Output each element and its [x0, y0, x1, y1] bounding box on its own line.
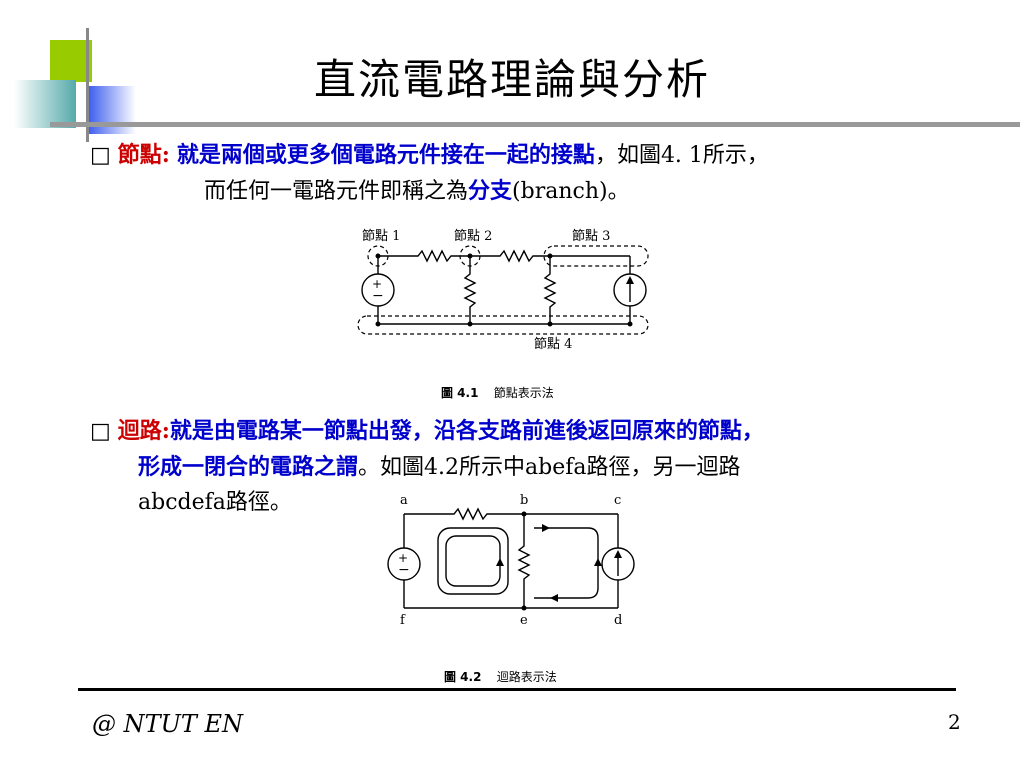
node-label-b: b: [520, 493, 528, 508]
svg-text:−: −: [398, 562, 410, 578]
figure-node-diagram: + − 節點 1 節點 2 節點 3 節點 4: [357, 229, 649, 352]
svg-text:+: +: [398, 551, 408, 565]
footer-divider: [78, 688, 956, 691]
node-reference: ，如圖4. 1所示，: [594, 143, 769, 168]
loop-reference: 。如圖4.2所示中abefa路徑，另一迴路: [358, 455, 741, 480]
label-node-3: 節點 3: [572, 229, 610, 244]
paragraph-node: □ 節點: 就是兩個或更多個電路元件接在一起的接點，如圖4. 1所示，: [90, 138, 769, 173]
node-label-f: f: [400, 613, 406, 628]
node-label-e: e: [520, 613, 528, 628]
node-definition: 就是兩個或更多個電路元件接在一起的接點: [176, 142, 595, 168]
paragraph-loop: □ 迴路:就是由電路某一節點出發，沿各支路前進後返回原來的節點，: [90, 414, 764, 449]
label-node-4: 節點 4: [534, 337, 572, 352]
label-node-2: 節點 2: [454, 229, 492, 244]
paragraph-node-line2: 而任何一電路元件即稱之為分支(branch)。: [204, 174, 630, 209]
title-underline: [50, 122, 1020, 127]
bullet-icon: □: [90, 419, 111, 444]
figure-loop-diagram: + − a b c d e f: [387, 493, 635, 628]
page-number: 2: [948, 710, 961, 734]
deco-vertical-line: [86, 28, 89, 142]
label-node-1: 節點 1: [362, 229, 400, 244]
bullet-icon: □: [90, 143, 111, 168]
term-node: 節點:: [117, 142, 170, 168]
loop-path-text: abcdefa路徑。: [138, 490, 292, 515]
loop-definition-1: 就是由電路某一節點出發，沿各支路前進後返回原來的節點，: [169, 418, 764, 444]
figure1-caption: 圖 4.1 節點表示法: [441, 384, 554, 401]
term-loop: 迴路:: [117, 418, 170, 444]
deco-green-square: [50, 40, 92, 82]
figure2-caption: 圖 4.2 迴路表示法: [444, 668, 557, 685]
node-label-d: d: [614, 613, 622, 628]
branch-english: (branch)。: [512, 179, 630, 204]
loop-definition-2: 形成一閉合的電路之謂: [138, 454, 359, 480]
node-label-c: c: [614, 493, 621, 508]
slide-title: 直流電路理論與分析: [313, 55, 710, 104]
svg-text:+: +: [372, 277, 382, 291]
paragraph-loop-line2: 形成一閉合的電路之謂。如圖4.2所示中abefa路徑，另一迴路: [138, 450, 740, 485]
node-label-a: a: [400, 493, 408, 508]
branch-intro: 而任何一電路元件即稱之為: [204, 179, 469, 204]
footer-author: @ NTUT EN: [92, 710, 244, 738]
figure2-caption-number: 圖 4.2: [444, 670, 482, 684]
paragraph-loop-line3: abcdefa路徑。: [138, 486, 292, 520]
figure1-caption-text: 節點表示法: [493, 386, 554, 400]
svg-text:−: −: [372, 288, 384, 304]
term-branch: 分支: [468, 178, 513, 204]
figure1-caption-number: 圖 4.1: [441, 386, 479, 400]
figure2-caption-text: 迴路表示法: [496, 670, 557, 684]
deco-teal-square: [14, 80, 76, 128]
